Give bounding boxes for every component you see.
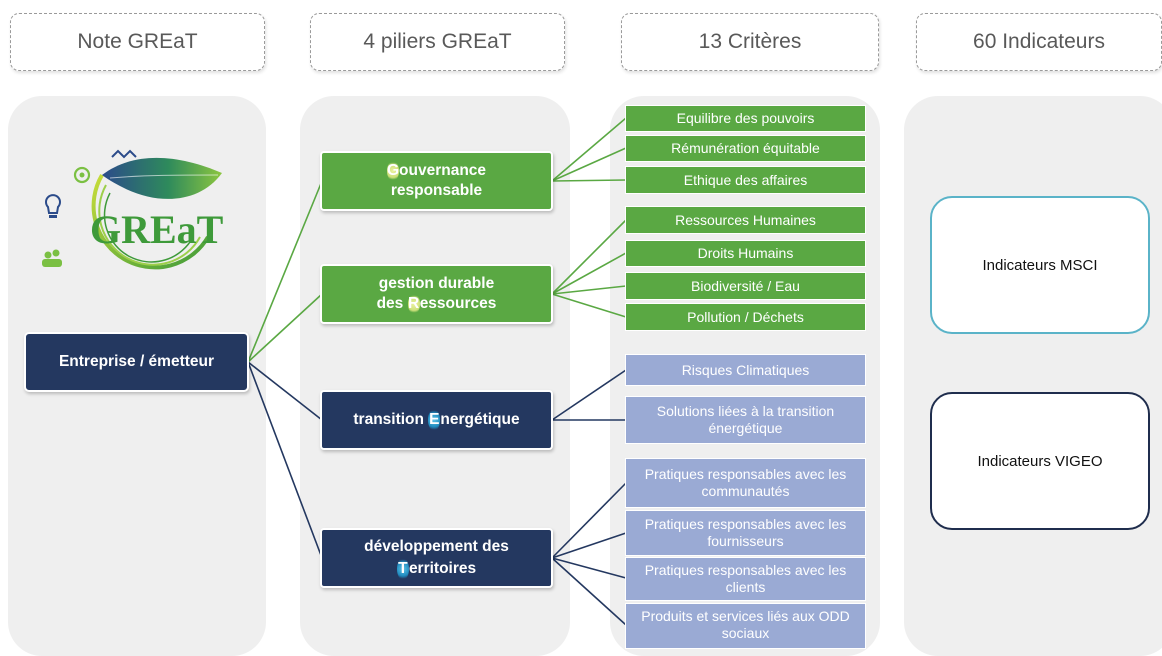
criterion-ethique: Ethique des affaires bbox=[625, 166, 866, 194]
criterion-fournisseurs: Pratiques responsables avec les fourniss… bbox=[625, 510, 866, 556]
pillar-ressources-initial: R bbox=[407, 294, 420, 314]
criterion-droits-humains: Droits Humains bbox=[625, 240, 866, 267]
pillar-ressources: gestion durable des Ressources bbox=[320, 264, 553, 324]
indicator-vigeo: Indicateurs VIGEO bbox=[930, 392, 1150, 530]
criterion-ressources-humaines: Ressources Humaines bbox=[625, 206, 866, 234]
pillar-territoires: développement des Territoires bbox=[320, 528, 553, 588]
criterion-equilibre-pouvoirs: Equilibre des pouvoirs bbox=[625, 105, 866, 132]
pillar-gouvernance: Gouvernance responsable bbox=[320, 151, 553, 211]
pillar-ressources-rest: essources bbox=[419, 295, 497, 312]
header-piliers: 4 piliers GREaT bbox=[310, 13, 565, 71]
criterion-communautes: Pratiques responsables avec les communau… bbox=[625, 458, 866, 508]
criterion-risques-climatiques: Risques Climatiques bbox=[625, 354, 866, 386]
criterion-solutions-transition: Solutions liées à la transition énergéti… bbox=[625, 396, 866, 444]
entity-box: Entreprise / émetteur bbox=[24, 332, 249, 392]
header-note-great: Note GREaT bbox=[10, 13, 265, 71]
pillar-ressources-prefix: des bbox=[376, 295, 408, 312]
criterion-pollution: Pollution / Déchets bbox=[625, 303, 866, 331]
pillar-gouvernance-line2: responsable bbox=[390, 182, 483, 199]
pillar-energetique-initial: E bbox=[428, 409, 441, 431]
criterion-produits-odd: Produits et services liés aux ODD sociau… bbox=[625, 603, 866, 649]
pillar-gouvernance-rest: ouvernance bbox=[399, 162, 487, 179]
indicator-msci: Indicateurs MSCI bbox=[930, 196, 1150, 334]
pillar-energetique: transition Energétique bbox=[320, 390, 553, 450]
panel-indicateurs bbox=[904, 96, 1162, 656]
pillar-territoires-line1: développement des bbox=[364, 538, 509, 555]
header-criteres: 13 Critères bbox=[621, 13, 879, 71]
pillar-territoires-initial: T bbox=[396, 558, 409, 580]
logo-text: GREaT bbox=[90, 207, 224, 252]
criterion-biodiversite: Biodiversité / Eau bbox=[625, 272, 866, 300]
pillar-gouvernance-initial: G bbox=[386, 161, 400, 181]
criterion-remuneration: Rémunération équitable bbox=[625, 135, 866, 162]
great-logo-graphic: GREaT bbox=[42, 149, 224, 270]
pillar-territoires-rest: erritoires bbox=[408, 560, 477, 577]
connector-lines bbox=[247, 117, 627, 626]
pillar-energetique-lead: transition bbox=[353, 411, 429, 428]
great-logo: GREaT bbox=[40, 145, 240, 290]
pillar-ressources-line1: gestion durable bbox=[378, 275, 495, 292]
criterion-clients: Pratiques responsables avec les clients bbox=[625, 557, 866, 601]
header-indicateurs: 60 Indicateurs bbox=[916, 13, 1162, 71]
pillar-energetique-rest: nergétique bbox=[440, 411, 520, 428]
